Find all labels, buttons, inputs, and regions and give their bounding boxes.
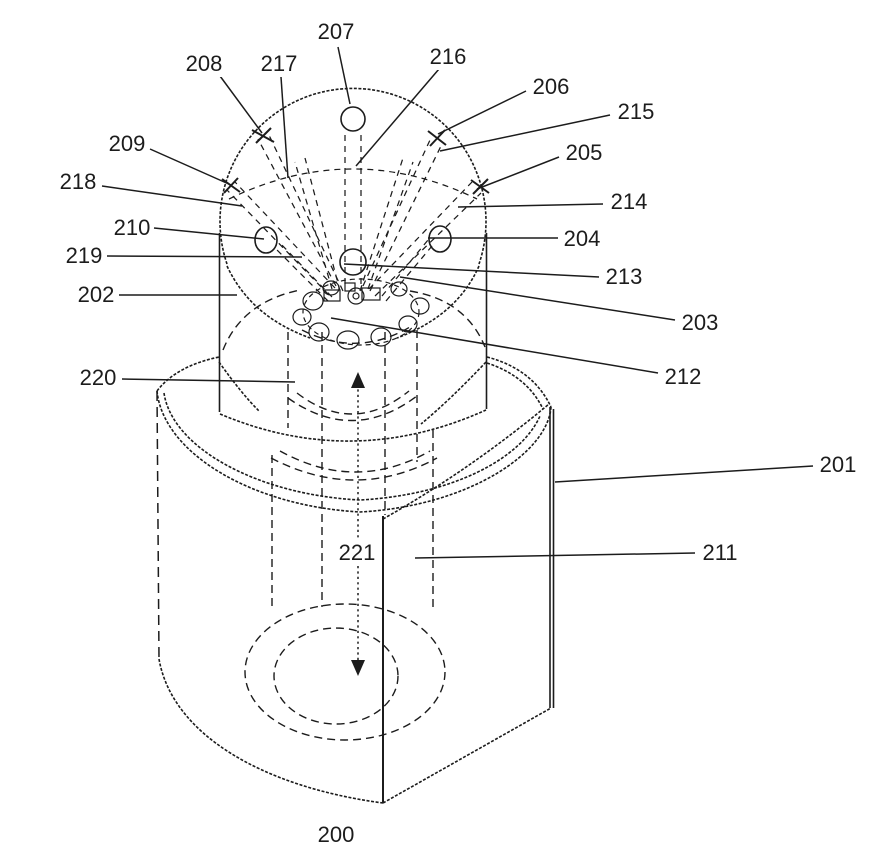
left-flare (226, 265, 311, 339)
ref-label-202: 202 (78, 282, 115, 307)
ref-label-bg-206 (530, 73, 572, 100)
dome-head (218, 87, 488, 442)
leader-line-208 (219, 75, 263, 134)
ref-label-bg-220 (77, 364, 119, 391)
ref-label-bg-219 (63, 242, 105, 269)
ref-label-201: 201 (820, 452, 857, 477)
dome-ports (254, 106, 452, 276)
ref-label-bg-201 (817, 451, 859, 478)
leader-line-205 (476, 156, 560, 190)
arrow-up-head (351, 372, 365, 388)
leader-line-209 (149, 148, 232, 186)
ref-label-bg-215 (615, 98, 657, 125)
ref-label-209: 209 (109, 131, 146, 156)
leader-lines (101, 46, 814, 559)
right-port (428, 225, 452, 253)
ref-label-bg-212 (662, 363, 704, 390)
ref-label-214: 214 (611, 189, 648, 214)
leader-line-211 (414, 552, 696, 559)
ref-label-211: 211 (702, 540, 737, 565)
ref-label-bg-211 (700, 539, 740, 566)
ref-label-213: 213 (606, 264, 643, 289)
ref-label-bg-209 (106, 130, 148, 157)
internal-channels (226, 132, 482, 302)
manifold (292, 278, 430, 350)
leader-line-219 (106, 255, 303, 258)
leader-line-207 (337, 46, 351, 105)
ref-label-215: 215 (618, 99, 655, 124)
ref-label-208: 208 (186, 51, 223, 76)
ref-label-221: 221 (339, 540, 376, 565)
ref-label-bg-205 (563, 139, 605, 166)
ref-label-210: 210 (114, 215, 151, 240)
leader-line-217 (280, 76, 289, 179)
ref-label-219: 219 (66, 243, 103, 268)
ref-label-204: 204 (564, 226, 601, 251)
ref-label-220: 220 (80, 365, 117, 390)
ref-label-216: 216 (430, 44, 467, 69)
leader-line-206 (437, 90, 527, 135)
ref-label-bg-200 (315, 821, 357, 848)
ref-label-218: 218 (60, 169, 97, 194)
ref-label-205: 205 (566, 140, 603, 165)
ref-label-bg-202 (75, 281, 117, 308)
ref-label-bg-207 (315, 18, 357, 45)
neck-bottom-rim (219, 409, 487, 442)
nozzle-marks (221, 127, 490, 195)
leader-line-203 (399, 276, 676, 321)
flow-arrow (351, 372, 365, 676)
ref-label-bg-203 (679, 309, 721, 336)
inner-chamber-arc (228, 168, 478, 200)
leader-line-215 (439, 114, 611, 152)
ref-label-207: 207 (318, 19, 355, 44)
ref-label-bg-210 (111, 214, 153, 241)
leader-line-216 (355, 68, 440, 167)
ref-label-bg-221 (336, 539, 378, 566)
top-port (340, 106, 366, 132)
ref-label-200: 200 (318, 822, 355, 847)
ref-label-bg-217 (258, 50, 300, 77)
leader-line-213 (343, 263, 600, 278)
leader-line-210 (153, 227, 265, 240)
ref-label-bg-214 (608, 188, 650, 215)
left-port (254, 226, 278, 254)
ref-label-bg-216 (427, 43, 469, 70)
leader-line-214 (457, 203, 604, 208)
right-flare (396, 265, 480, 339)
inner-bore-hidden-lines (244, 330, 446, 741)
ref-label-217: 217 (261, 51, 298, 76)
arrow-down-head (351, 660, 365, 676)
center-port (339, 248, 367, 276)
ref-label-203: 203 (682, 310, 719, 335)
ref-label-206: 206 (533, 74, 570, 99)
ref-label-bg-208 (183, 50, 225, 77)
ref-label-bg-213 (603, 263, 645, 290)
ref-label-212: 212 (665, 364, 702, 389)
base-cylinder (156, 356, 555, 804)
leader-line-220 (121, 378, 296, 383)
ref-label-bg-218 (57, 168, 99, 195)
leader-line-218 (101, 185, 243, 207)
ref-label-bg-204 (561, 225, 603, 252)
leader-line-201 (554, 465, 814, 483)
leader-line-212 (330, 317, 659, 374)
reference-labels: 200 201 202 203 204 205 206 207 208 209 210 211 212 2… (57, 18, 859, 848)
